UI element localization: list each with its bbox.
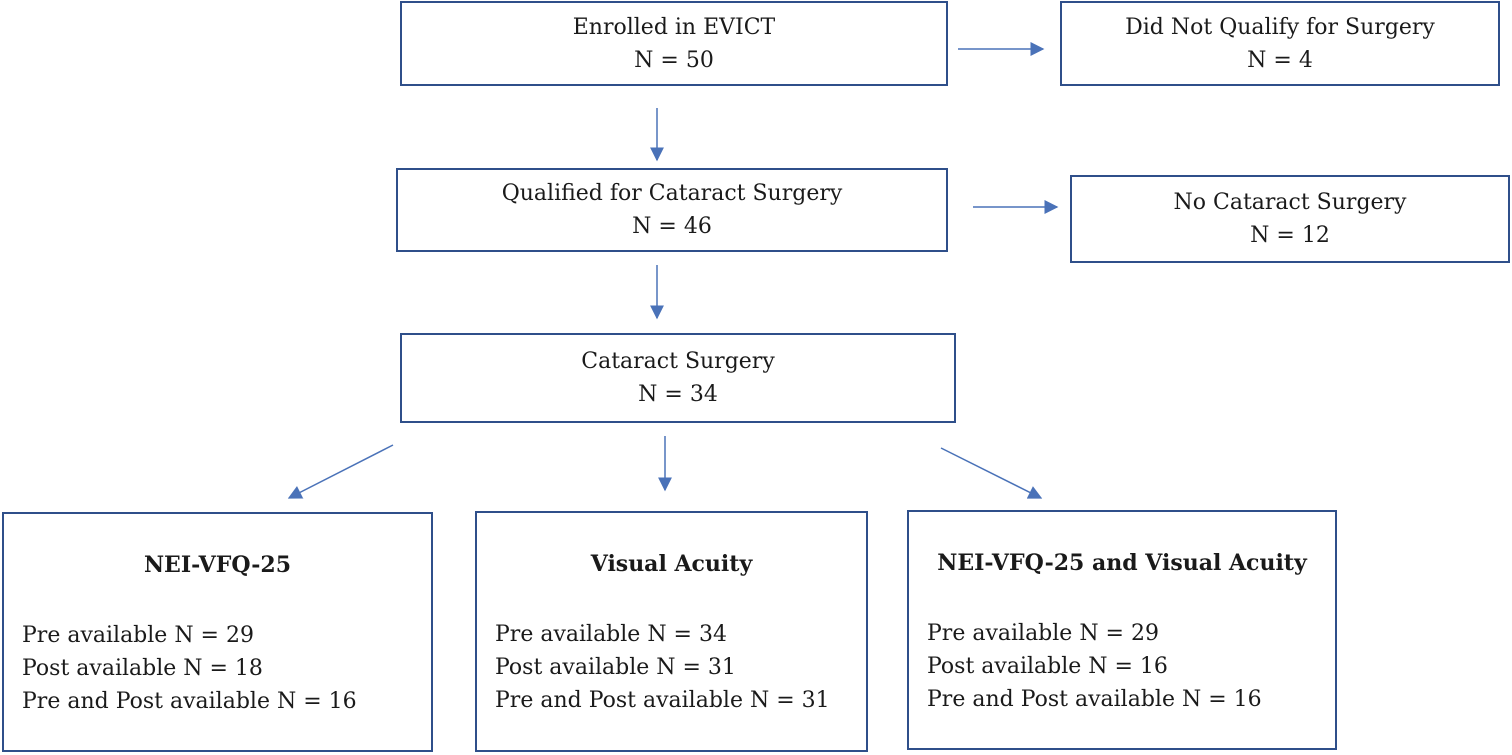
enrolled-count: N = 50 bbox=[634, 47, 714, 73]
visual-acuity-post: Post available N = 31 bbox=[495, 655, 736, 680]
nei-vfq-va-post: Post available N = 16 bbox=[927, 654, 1168, 679]
enrolled-box: Enrolled in EVICT N = 50 bbox=[400, 1, 948, 86]
visual-acuity-box: Visual Acuity Pre available N = 34 Post … bbox=[475, 511, 868, 752]
visual-acuity-title: Visual Acuity bbox=[590, 551, 753, 577]
nei-vfq-pre: Pre available N = 29 bbox=[22, 623, 254, 648]
no-surgery-count: N = 12 bbox=[1250, 223, 1330, 248]
not-qualified-box: Did Not Qualify for Surgery N = 4 bbox=[1060, 1, 1500, 86]
nei-vfq-va-title: NEI-VFQ-25 and Visual Acuity bbox=[937, 550, 1307, 576]
not-qualified-label: Did Not Qualify for Surgery bbox=[1125, 14, 1435, 40]
nei-vfq-post: Post available N = 18 bbox=[22, 656, 263, 681]
visual-acuity-pre: Pre available N = 34 bbox=[495, 622, 727, 647]
surgery-count: N = 34 bbox=[638, 382, 718, 407]
surgery-label: Cataract Surgery bbox=[581, 349, 775, 374]
nei-vfq-va-pre-post: Pre and Post available N = 16 bbox=[927, 687, 1262, 712]
no-surgery-label: No Cataract Surgery bbox=[1173, 190, 1407, 215]
arrow-surgery-to-nei bbox=[287, 444, 394, 499]
nei-vfq-pre-post: Pre and Post available N = 16 bbox=[22, 689, 357, 714]
nei-vfq-title: NEI-VFQ-25 bbox=[143, 552, 292, 578]
nei-vfq-va-pre: Pre available N = 29 bbox=[927, 621, 1159, 646]
visual-acuity-pre-post: Pre and Post available N = 31 bbox=[495, 688, 830, 713]
nei-vfq-va-box: NEI-VFQ-25 and Visual Acuity Pre availab… bbox=[907, 510, 1337, 750]
qualified-box: Qualified for Cataract Surgery N = 46 bbox=[396, 168, 948, 252]
no-surgery-box: No Cataract Surgery N = 12 bbox=[1070, 175, 1510, 263]
arrow-surgery-to-nei-va bbox=[940, 447, 1043, 499]
surgery-box: Cataract Surgery N = 34 bbox=[400, 333, 956, 423]
qualified-count: N = 46 bbox=[632, 214, 712, 239]
nei-vfq-box: NEI-VFQ-25 Pre available N = 29 Post ava… bbox=[2, 512, 433, 752]
enrolled-label: Enrolled in EVICT bbox=[572, 14, 776, 40]
not-qualified-count: N = 4 bbox=[1247, 47, 1313, 73]
qualified-label: Qualified for Cataract Surgery bbox=[501, 181, 843, 206]
